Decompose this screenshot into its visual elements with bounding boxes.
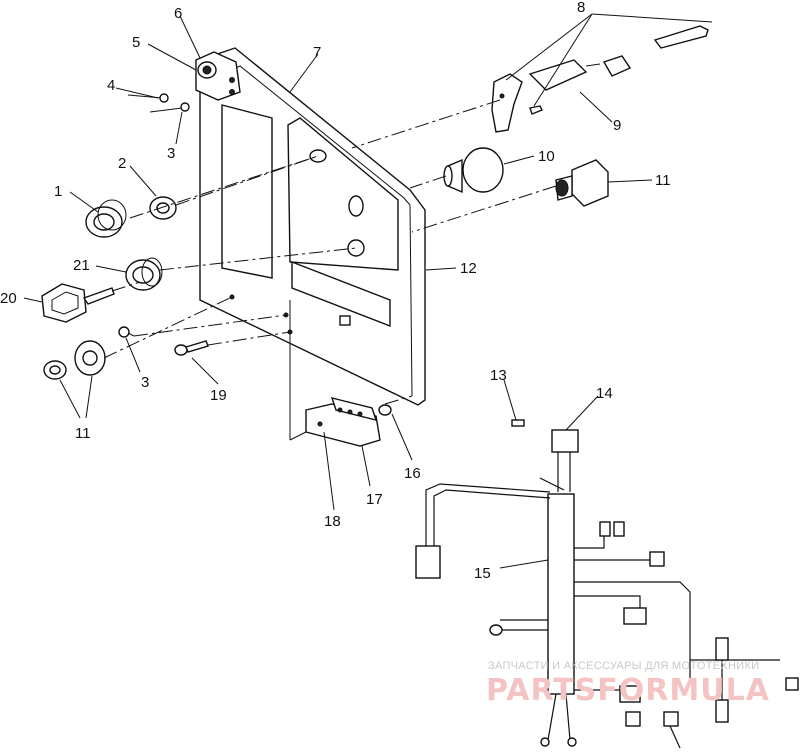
assembly-lines xyxy=(103,63,601,405)
callout-8: 8 xyxy=(577,0,585,16)
callout-16: 16 xyxy=(404,465,421,482)
callout-19: 19 xyxy=(210,387,227,404)
callout-21: 21 xyxy=(73,257,90,274)
callout-7: 7 xyxy=(313,44,321,61)
callout-15: 15 xyxy=(474,565,491,582)
watermark: ЗАПЧАСТИ И АКСЕССУАРЫ ДЛЯ МОТОТЕХНИКИ PA… xyxy=(486,660,770,708)
watermark-caption: ЗАПЧАСТИ И АКСЕССУАРЫ ДЛЯ МОТОТЕХНИКИ xyxy=(488,660,759,672)
callout-6: 6 xyxy=(174,5,182,22)
dash-panel xyxy=(199,47,426,406)
callout-3-bottom: 3 xyxy=(141,374,149,391)
callout-11-left: 11 xyxy=(75,425,91,442)
leader-lines xyxy=(23,13,713,569)
wiring-harness xyxy=(415,419,799,749)
callout-11-right: 11 xyxy=(655,172,671,189)
callout-17: 17 xyxy=(366,491,383,508)
callout-20: 20 xyxy=(0,290,17,307)
left-parts xyxy=(41,196,209,380)
callout-12: 12 xyxy=(460,260,477,277)
right-parts xyxy=(443,25,709,207)
callout-4: 4 xyxy=(107,77,115,94)
callout-3-top: 3 xyxy=(167,145,175,162)
callout-13: 13 xyxy=(490,367,507,384)
callout-1: 1 xyxy=(54,183,62,200)
callout-18: 18 xyxy=(324,513,341,530)
callout-10: 10 xyxy=(538,148,555,165)
callout-numbers: 6 5 4 3 7 8 9 10 11 12 1 2 21 20 3 19 11… xyxy=(0,0,671,582)
callout-5: 5 xyxy=(132,34,140,51)
callout-9: 9 xyxy=(613,117,621,134)
watermark-logo: PARTSFORMULA xyxy=(486,673,770,708)
callout-2: 2 xyxy=(118,155,126,172)
callout-14: 14 xyxy=(596,385,613,402)
